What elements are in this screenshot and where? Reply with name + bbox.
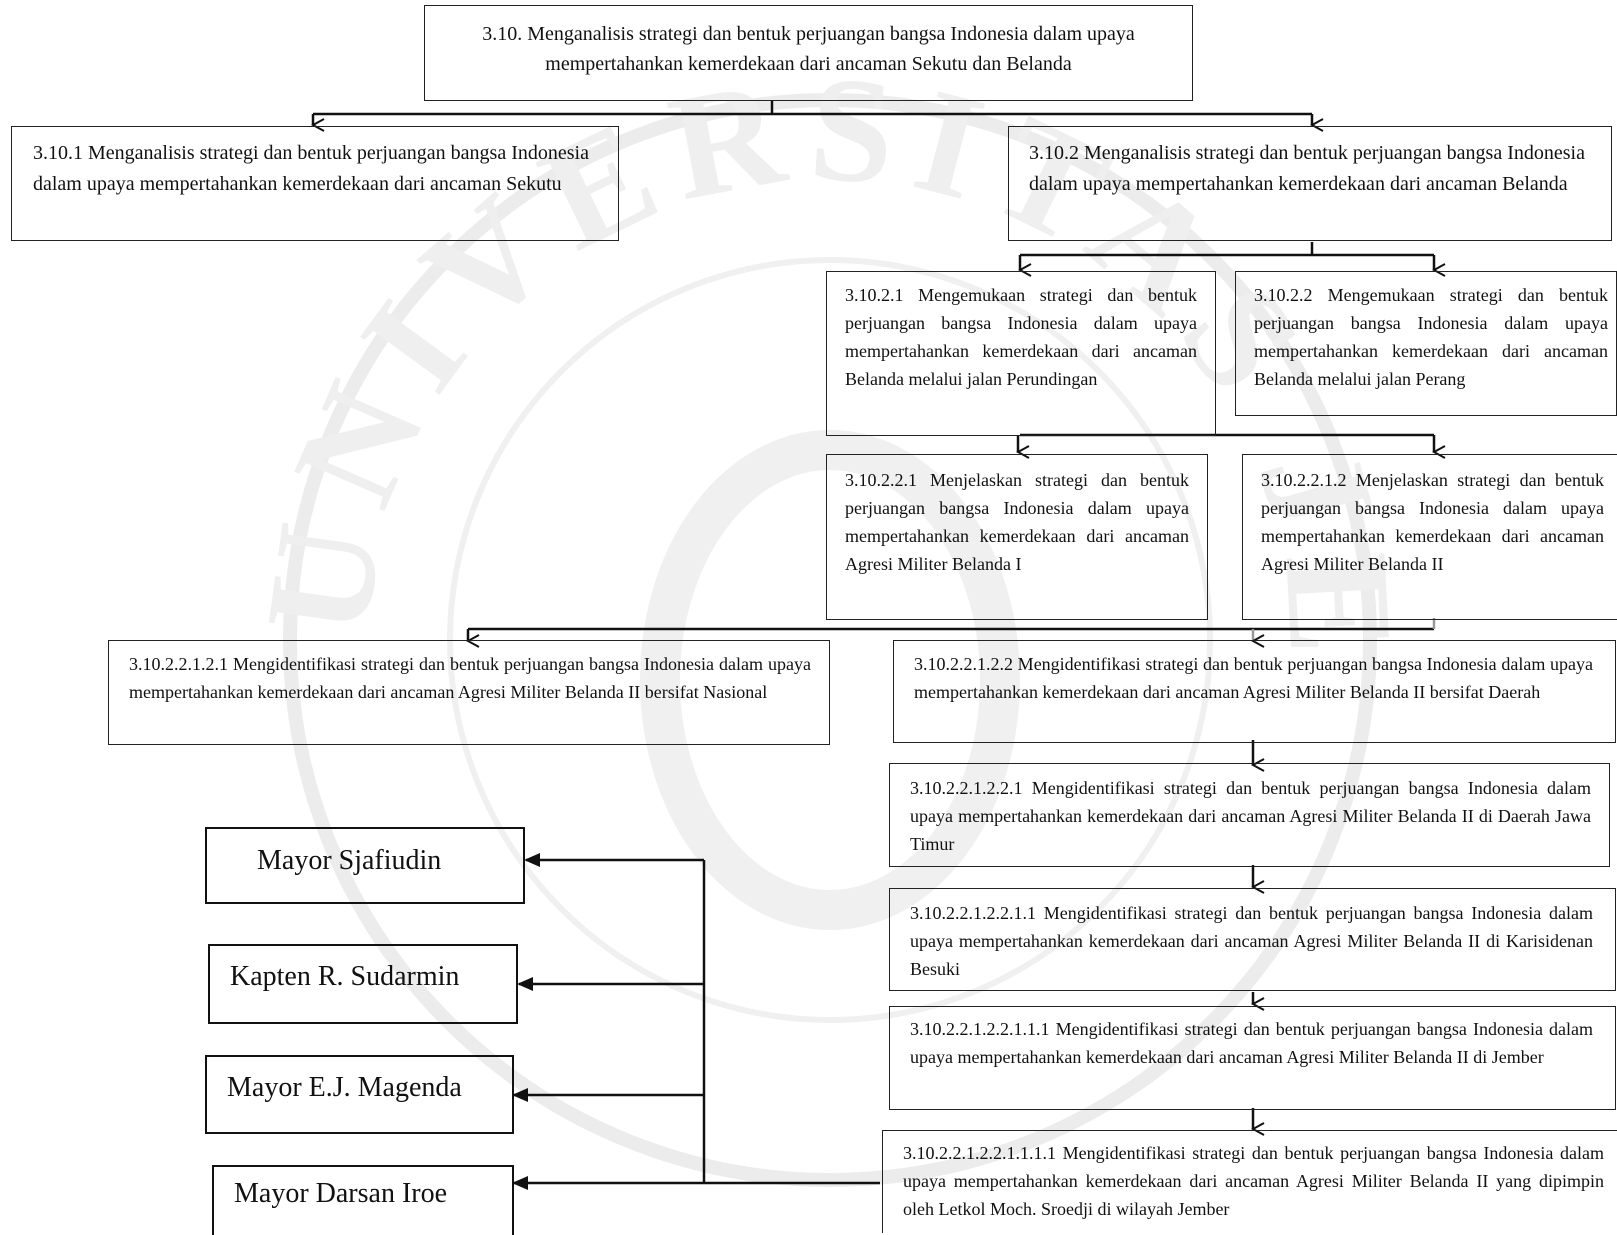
name-mayor-darsan-iroe: Mayor Darsan Iroe (234, 1178, 448, 1209)
node-3-10-2-2-1-text: 3.10.2.2.1 Menjelaskan strategi dan bent… (845, 470, 1189, 574)
node-jawa-timur-text: 3.10.2.2.1.2.2.1 Mengidentifikasi strate… (910, 778, 1591, 854)
node-3-10-2: 3.10.2 Menganalisis strategi dan bentuk … (1008, 126, 1612, 241)
node-root-text: 3.10. Menganalisis strategi dan bentuk p… (482, 23, 1135, 75)
node-3-10-2-2-1: 3.10.2.2.1 Menjelaskan strategi dan bent… (826, 454, 1208, 620)
node-3-10-2-2-1-2-2: 3.10.2.2.1.2.2 Mengidentifikasi strategi… (893, 640, 1616, 743)
node-jawa-timur: 3.10.2.2.1.2.2.1 Mengidentifikasi strate… (889, 763, 1610, 867)
node-3-10-1: 3.10.1 Menganalisis strategi dan bentuk … (11, 126, 619, 241)
node-root: 3.10. Menganalisis strategi dan bentuk p… (424, 5, 1193, 101)
node-3-10-2-2-1-2-text: 3.10.2.2.1.2 Menjelaskan strategi dan be… (1261, 470, 1604, 574)
node-3-10-1-text: 3.10.1 Menganalisis strategi dan bentuk … (33, 142, 589, 195)
name-mayor-sjafiudin: Mayor Sjafiudin (257, 845, 442, 876)
node-karisidenan-besuki-text: 3.10.2.2.1.2.2.1.1 Mengidentifikasi stra… (910, 903, 1593, 979)
node-3-10-2-text: 3.10.2 Menganalisis strategi dan bentuk … (1029, 142, 1585, 195)
name-box-kapten-r-sudarmin: Kapten R. Sudarmin (208, 944, 518, 1024)
node-3-10-2-2-1-2: 3.10.2.2.1.2 Menjelaskan strategi dan be… (1242, 454, 1617, 620)
node-jember-text: 3.10.2.2.1.2.2.1.1.1 Mengidentifikasi st… (910, 1019, 1593, 1067)
name-box-mayor-sjafiudin: Mayor Sjafiudin (205, 827, 525, 904)
node-3-10-2-2: 3.10.2.2 Mengemukaan strategi dan bentuk… (1235, 271, 1617, 416)
node-3-10-2-2-1-2-1-text: 3.10.2.2.1.2.1 Mengidentifikasi strategi… (129, 654, 811, 702)
node-3-10-2-1-text: 3.10.2.1 Mengemukaan strategi dan bentuk… (845, 285, 1197, 389)
node-karisidenan-besuki: 3.10.2.2.1.2.2.1.1 Mengidentifikasi stra… (889, 888, 1616, 991)
name-mayor-ej-magenda: Mayor E.J. Magenda (227, 1072, 462, 1103)
node-3-10-2-1: 3.10.2.1 Mengemukaan strategi dan bentuk… (826, 271, 1216, 436)
name-kapten-r-sudarmin: Kapten R. Sudarmin (230, 961, 460, 992)
node-3-10-2-2-text: 3.10.2.2 Mengemukaan strategi dan bentuk… (1254, 285, 1608, 389)
node-3-10-2-2-1-2-2-text: 3.10.2.2.1.2.2 Mengidentifikasi strategi… (914, 654, 1593, 702)
node-letkol-sroedji: 3.10.2.2.1.2.2.1.1.1.1 Mengidentifikasi … (882, 1130, 1617, 1233)
node-letkol-sroedji-text: 3.10.2.2.1.2.2.1.1.1.1 Mengidentifikasi … (903, 1143, 1604, 1219)
node-jember: 3.10.2.2.1.2.2.1.1.1 Mengidentifikasi st… (889, 1006, 1616, 1110)
node-3-10-2-2-1-2-1: 3.10.2.2.1.2.1 Mengidentifikasi strategi… (108, 640, 830, 745)
name-box-mayor-ej-magenda: Mayor E.J. Magenda (205, 1055, 514, 1134)
name-box-mayor-darsan-iroe: Mayor Darsan Iroe (212, 1165, 514, 1235)
